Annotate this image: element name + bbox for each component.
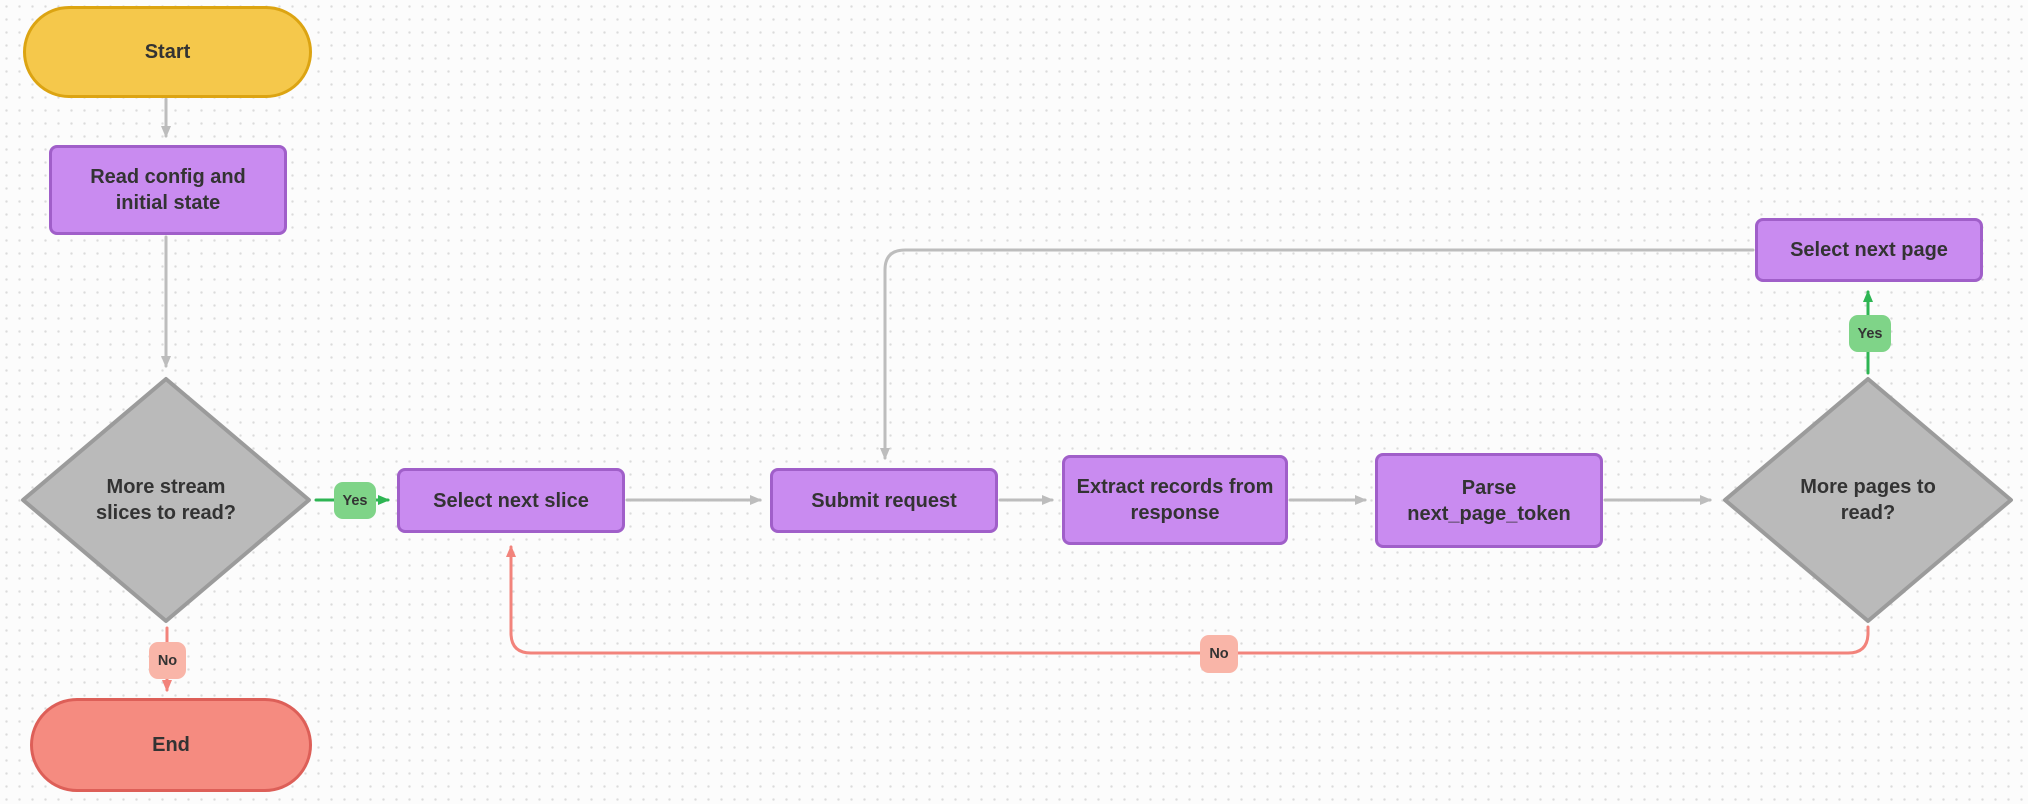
node-submit-request-label: Submit request xyxy=(811,489,957,512)
node-parse-token: Parse next_page_token xyxy=(1375,453,1603,548)
node-more-slices-label: More stream slices to read? xyxy=(95,476,237,524)
diamond-shape xyxy=(21,377,311,623)
node-more-pages-label: More pages to read? xyxy=(1800,476,1936,524)
node-start-label: Start xyxy=(144,41,191,63)
node-more-pages-decision: More pages to read? xyxy=(1722,376,2014,624)
diamond-shape xyxy=(1723,377,2013,623)
node-select-slice: Select next slice xyxy=(397,468,625,533)
node-read-config-label: Read config and initial state xyxy=(90,166,246,214)
edge-more-pages-no-to-select-slice xyxy=(506,545,1870,655)
node-read-config: Read config and initial state xyxy=(49,145,287,235)
node-end-label: End xyxy=(152,734,190,756)
edge-label-yes-more-slices: Yes xyxy=(334,482,376,519)
node-extract-records-label: Extract records from response xyxy=(1076,476,1274,524)
edge-label-no-more-slices: No xyxy=(149,642,186,679)
node-submit-request: Submit request xyxy=(770,468,998,533)
node-parse-token-label: Parse next_page_token xyxy=(1407,476,1571,525)
edge-label-yes-more-pages: Yes xyxy=(1849,315,1891,352)
node-start: Start xyxy=(23,6,312,98)
node-select-page: Select next page xyxy=(1755,218,1983,282)
node-extract-records: Extract records from response xyxy=(1062,455,1288,545)
node-more-slices-decision: More stream slices to read? xyxy=(20,376,312,624)
node-select-slice-label: Select next slice xyxy=(433,489,589,512)
edge-select-page-to-submit-request xyxy=(880,248,1755,460)
edge-label-no-more-pages: No xyxy=(1200,635,1238,673)
node-select-page-label: Select next page xyxy=(1790,239,1948,261)
node-end: End xyxy=(30,698,312,792)
